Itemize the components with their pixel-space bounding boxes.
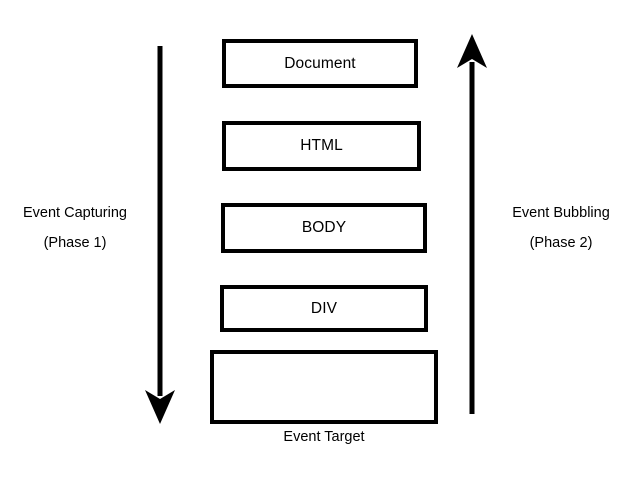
event-capturing-title: Event Capturing [23, 205, 127, 221]
arrow-down-icon [145, 46, 175, 424]
event-bubbling-title: Event Bubbling [512, 205, 610, 221]
event-capturing-phase: (Phase 1) [43, 235, 107, 251]
node-box-html: HTML [222, 121, 421, 171]
arrow-up-icon [457, 34, 487, 414]
node-label-html: HTML [300, 137, 343, 155]
node-label-document: Document [284, 54, 356, 72]
node-box-body: BODY [221, 203, 427, 253]
node-label-body: BODY [301, 219, 347, 237]
node-box-div: DIV [220, 285, 428, 332]
node-label-div: DIV [310, 299, 338, 317]
label-event-bubbling: Event Bubbling (Phase 2) [482, 198, 640, 258]
label-event-target: Event Target [283, 429, 365, 445]
label-event-capturing: Event Capturing (Phase 1) [0, 198, 150, 258]
node-box-document: Document [222, 39, 418, 88]
event-bubbling-phase: (Phase 2) [529, 235, 593, 251]
event-target-highlight: BUTTON [210, 350, 438, 424]
